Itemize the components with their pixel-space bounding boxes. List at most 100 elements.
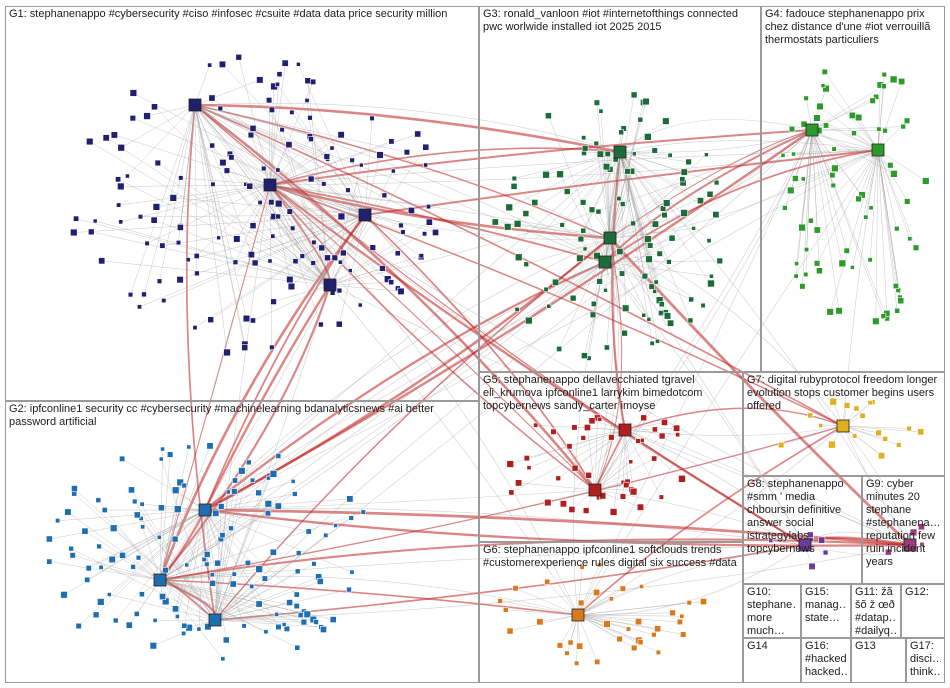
edge — [204, 151, 621, 511]
node — [151, 103, 158, 111]
edge — [252, 284, 331, 321]
edge — [194, 104, 331, 286]
node — [619, 585, 626, 592]
node — [383, 275, 392, 283]
edge — [177, 509, 206, 617]
edge — [609, 194, 711, 239]
edge — [509, 151, 621, 208]
node — [244, 559, 251, 566]
node — [616, 196, 622, 202]
edge — [842, 425, 882, 456]
edge — [162, 214, 366, 246]
node — [906, 425, 912, 432]
edge — [548, 237, 611, 307]
node — [593, 99, 600, 106]
node — [822, 549, 829, 556]
node — [881, 71, 888, 78]
edge — [604, 223, 656, 263]
node — [247, 131, 255, 139]
edge — [204, 509, 227, 640]
node — [651, 455, 658, 462]
node — [217, 105, 224, 112]
node — [425, 218, 433, 226]
hub-node — [263, 178, 277, 192]
node — [255, 600, 263, 608]
node — [700, 302, 706, 309]
node — [101, 507, 108, 513]
edge — [604, 238, 649, 263]
edge — [619, 151, 911, 546]
edge — [269, 149, 879, 186]
node — [310, 260, 316, 266]
edge — [577, 614, 682, 617]
edge — [194, 104, 388, 280]
hub-node — [618, 423, 632, 437]
node — [337, 259, 343, 265]
edge — [516, 261, 606, 310]
edge — [122, 458, 206, 511]
node — [108, 555, 116, 564]
node — [274, 199, 283, 208]
edge — [618, 151, 621, 199]
node — [369, 244, 376, 251]
node — [907, 236, 913, 242]
edge — [829, 149, 879, 312]
node — [319, 625, 327, 633]
node — [152, 617, 158, 623]
edge — [120, 184, 271, 223]
node — [275, 623, 282, 631]
group-label-g7: G7: digital rubyprotocol freedom longer … — [747, 374, 938, 412]
edge — [577, 544, 806, 616]
edge — [577, 614, 620, 640]
node — [511, 175, 517, 182]
edge — [811, 129, 891, 166]
edge — [606, 151, 621, 348]
node — [369, 115, 375, 121]
node — [882, 435, 888, 442]
node — [576, 254, 584, 262]
node — [303, 610, 311, 619]
node — [658, 494, 664, 500]
edge — [142, 503, 206, 511]
node — [669, 609, 676, 617]
edge — [594, 417, 598, 491]
edge — [132, 509, 206, 567]
node — [73, 215, 80, 222]
node — [646, 316, 652, 322]
node — [84, 576, 91, 583]
edge — [606, 166, 611, 239]
edge — [146, 104, 196, 117]
node — [98, 564, 104, 570]
node — [576, 642, 584, 650]
node — [270, 233, 276, 239]
node — [407, 207, 415, 215]
edge — [194, 104, 606, 263]
node — [661, 418, 668, 426]
node — [564, 650, 570, 656]
node — [880, 83, 887, 90]
node — [204, 623, 212, 631]
edge — [78, 509, 206, 627]
group-box-g7: G7: digital rubyprotocol freedom longer … — [743, 372, 945, 476]
node — [651, 147, 658, 154]
edge — [877, 149, 898, 229]
edge — [251, 214, 366, 255]
node — [506, 460, 514, 468]
node — [651, 631, 657, 638]
edge — [269, 184, 273, 348]
node — [86, 137, 94, 146]
group-label-g4: G4: fadouce stephanenappo prix chez dist… — [765, 8, 931, 46]
edge — [548, 115, 606, 263]
edge — [194, 104, 806, 546]
edge — [811, 96, 877, 131]
edge — [609, 119, 641, 239]
node — [246, 459, 252, 466]
node — [316, 577, 324, 585]
edge — [194, 104, 412, 211]
edge — [269, 184, 579, 616]
edge — [132, 117, 366, 216]
edge — [236, 184, 271, 240]
node — [536, 618, 544, 626]
edge — [204, 129, 813, 512]
edge — [214, 581, 321, 621]
